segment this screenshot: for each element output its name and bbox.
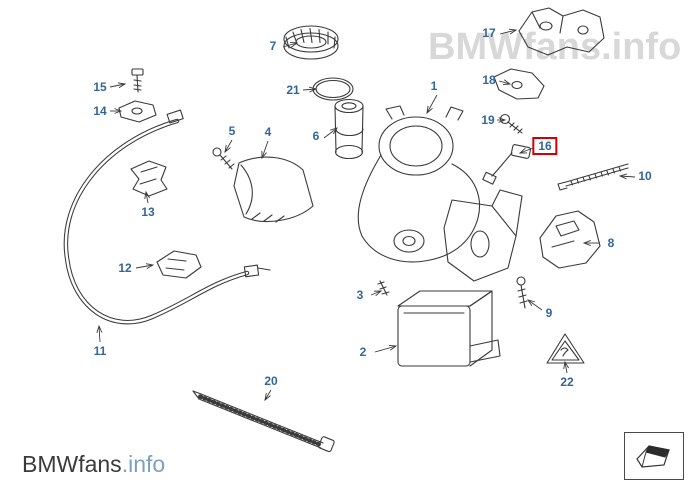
part-label-7[interactable]: 7 (269, 39, 277, 53)
part-label-15[interactable]: 15 (93, 80, 107, 94)
logo-brand: BMWfans (22, 451, 122, 477)
part-preview-icon (636, 445, 670, 468)
part-label-21[interactable]: 21 (286, 83, 300, 97)
part-label-8[interactable]: 8 (607, 236, 615, 250)
part-label-2[interactable]: 2 (359, 345, 367, 359)
leader-lines (99, 30, 636, 400)
site-logo[interactable]: BMWfans.info (22, 451, 165, 478)
part-label-18[interactable]: 18 (482, 73, 496, 87)
part-label-11[interactable]: 11 (93, 344, 107, 358)
logo-tld: .info (121, 451, 166, 477)
part-label-5[interactable]: 5 (228, 124, 236, 138)
part-thumbnail[interactable] (624, 432, 684, 480)
part-label-6[interactable]: 6 (312, 129, 320, 143)
watermark: BMWfans.info (428, 26, 682, 68)
part-label-13[interactable]: 13 (141, 205, 155, 219)
part-label-20[interactable]: 20 (264, 374, 278, 388)
part-label-22[interactable]: 22 (560, 375, 574, 389)
part-label-9[interactable]: 9 (545, 306, 553, 320)
part-label-14[interactable]: 14 (93, 104, 107, 118)
part-label-4[interactable]: 4 (264, 125, 272, 139)
part-label-3[interactable]: 3 (356, 288, 364, 302)
part-label-19[interactable]: 19 (481, 113, 495, 127)
part-label-10[interactable]: 10 (638, 169, 652, 183)
part-label-16[interactable]: 16 (532, 137, 558, 155)
part-label-1[interactable]: 1 (430, 79, 438, 93)
part-label-12[interactable]: 12 (118, 261, 132, 275)
part-label-17[interactable]: 17 (482, 26, 496, 40)
